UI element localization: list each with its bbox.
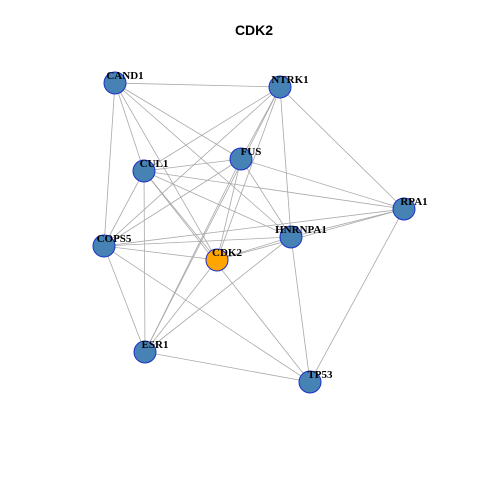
edge-cops5-rpa1 (103, 208, 405, 247)
edge-hnrnpa1-rpa1 (290, 208, 405, 238)
node-esr1: ESR1 (133, 339, 169, 364)
node-label-hnrnpa1: HNRNPA1 (275, 224, 327, 236)
edge-cops5-hnrnpa1 (103, 236, 292, 247)
edge-cand1-cdk2 (114, 82, 218, 261)
node-label-esr1: ESR1 (142, 339, 169, 351)
node-label-cops5: COPS5 (97, 233, 132, 245)
edge-hnrnpa1-esr1 (144, 236, 292, 353)
node-circle-fus (229, 147, 253, 171)
node-label-rpa1: RPA1 (400, 196, 427, 208)
edge-cul1-hnrnpa1 (143, 170, 292, 238)
edge-cand1-cops5 (103, 82, 116, 247)
edge-cul1-fus (143, 158, 242, 172)
edge-hnrnpa1-tp53 (290, 236, 311, 383)
node-label-ntrk1: NTRK1 (271, 74, 308, 86)
edge-fus-esr1 (144, 158, 242, 353)
edge-fus-cdk2 (216, 158, 242, 261)
edge-cand1-hnrnpa1 (114, 82, 292, 238)
edge-rpa1-tp53 (309, 208, 405, 383)
node-circle-ntrk1 (268, 75, 292, 99)
edge-cdk2-rpa1 (216, 208, 405, 261)
edge-ntrk1-hnrnpa1 (279, 86, 292, 238)
node-circle-cops5 (92, 234, 116, 258)
edge-ntrk1-rpa1 (279, 86, 405, 210)
edge-cand1-ntrk1 (114, 82, 281, 88)
node-label-tp53: TP53 (307, 369, 333, 381)
edge-cand1-cul1 (114, 82, 145, 172)
node-rpa1: RPA1 (392, 196, 428, 221)
node-label-cdk2: CDK2 (212, 247, 242, 259)
node-cops5: COPS5 (92, 233, 132, 258)
edge-cops5-esr1 (103, 245, 146, 353)
node-circle-cand1 (103, 71, 127, 95)
edge-cand1-fus (114, 82, 242, 160)
edge-cul1-rpa1 (143, 170, 405, 210)
node-cand1: CAND1 (103, 70, 144, 95)
edge-cdk2-hnrnpa1 (216, 236, 292, 261)
node-circle-cdk2 (205, 248, 229, 272)
node-ntrk1: NTRK1 (268, 74, 309, 99)
node-circle-hnrnpa1 (279, 225, 303, 249)
node-label-cand1: CAND1 (106, 70, 143, 82)
edge-ntrk1-cops5 (103, 86, 281, 247)
node-circle-tp53 (298, 370, 322, 394)
edge-cops5-tp53 (103, 245, 311, 383)
node-hnrnpa1: HNRNPA1 (275, 224, 327, 249)
edge-esr1-tp53 (144, 351, 311, 383)
edge-cul1-esr1 (143, 170, 146, 353)
node-cul1: CUL1 (132, 158, 169, 183)
edge-ntrk1-esr1 (144, 86, 281, 353)
edge-cul1-tp53 (143, 170, 311, 383)
edge-fus-cops5 (103, 158, 242, 247)
node-circle-cul1 (132, 159, 156, 183)
node-circle-rpa1 (392, 197, 416, 221)
node-label-cul1: CUL1 (140, 158, 169, 170)
edge-layer (103, 82, 405, 383)
edge-ntrk1-cdk2 (216, 86, 281, 261)
node-tp53: TP53 (298, 369, 333, 394)
node-circle-esr1 (133, 340, 157, 364)
diagram-title: CDK2 (235, 22, 273, 38)
edge-ntrk1-cul1 (143, 86, 281, 172)
edge-fus-rpa1 (240, 158, 405, 210)
node-label-fus: FUS (241, 146, 262, 158)
node-cdk2: CDK2 (205, 247, 242, 272)
edge-cul1-cops5 (103, 170, 145, 247)
edge-cops5-cdk2 (103, 245, 218, 261)
edge-cdk2-esr1 (144, 259, 218, 353)
node-fus: FUS (229, 146, 262, 171)
